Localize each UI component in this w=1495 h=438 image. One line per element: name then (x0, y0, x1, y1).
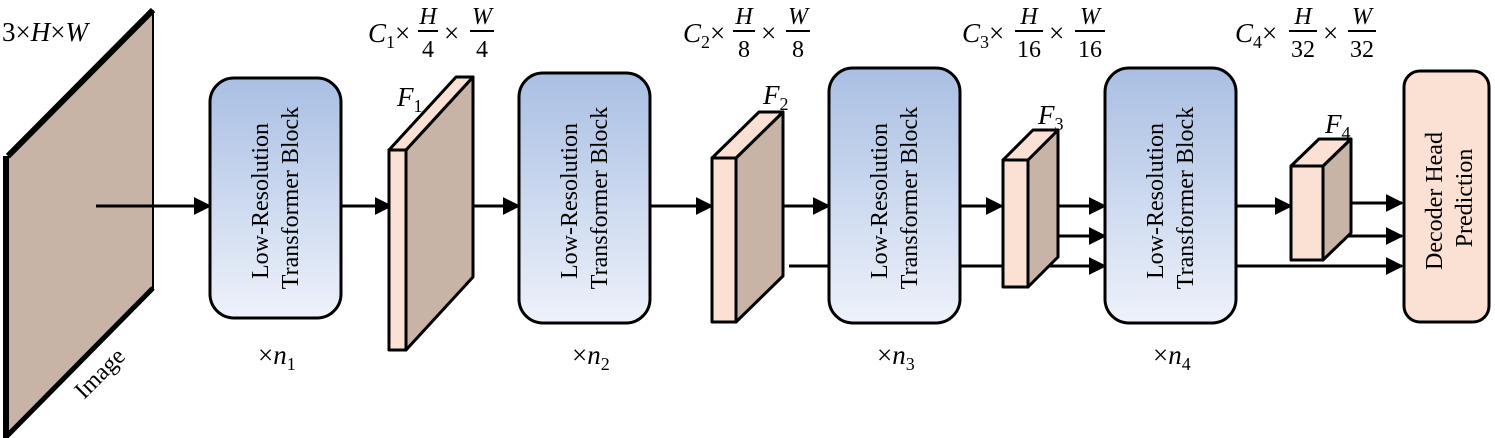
input-image-edge (6, 286, 155, 437)
feature-dim-f1: C1× H 4 × W 4 (368, 4, 494, 63)
svg-text:H: H (734, 4, 754, 30)
svg-text:16: 16 (1078, 37, 1102, 63)
svg-text:H: H (1293, 4, 1313, 30)
decoder-label-line2: Prediction (1452, 149, 1478, 248)
svg-text:×: × (761, 18, 776, 48)
block-label-line1: Low-Resolution (1143, 123, 1169, 279)
svg-text:Low-Resolution Transform: Low-Resolution Transformer Block (557, 107, 613, 289)
svg-text:4: 4 (476, 37, 488, 63)
block-label-line1: Low-Resolution (867, 123, 893, 279)
feature-dim-f3: C3× H 16 × W 16 (962, 4, 1105, 63)
svg-text:32: 32 (1291, 37, 1315, 63)
svg-text:W: W (1080, 4, 1102, 30)
input-image-edge (5, 7, 156, 159)
svg-text:8: 8 (738, 37, 750, 63)
transformer-block-2: Low-Resolution Transformer Block (517, 71, 652, 325)
feature-map-f3 (1001, 128, 1060, 289)
svg-text:Low-Resolution Transform: Low-Resolution Transformer Block (248, 107, 304, 289)
block-label-line2: Transformer Block (278, 107, 304, 289)
feature-label-f3: F3 (1037, 100, 1064, 134)
input-image (3, 7, 156, 438)
block-label-line2: Transformer Block (587, 107, 613, 289)
svg-text:C2×: C2× (683, 18, 725, 52)
svg-text:Decoder Head Prediction: Decoder Head Prediction (1422, 126, 1478, 270)
transformer-block-1: Low-Resolution Transformer Block (208, 76, 343, 320)
decoder-head: Decoder Head Prediction (1402, 69, 1491, 324)
block-label-line1: Low-Resolution (248, 123, 274, 279)
feature-label-f1: F1 (396, 82, 423, 116)
input-dim-label: 3×H×W (2, 17, 90, 47)
svg-text:C1×: C1× (368, 18, 410, 52)
svg-text:×: × (444, 18, 459, 48)
block-repeat-label-1: ×n1 (258, 340, 296, 374)
svg-text:C4×: C4× (1235, 18, 1277, 52)
feature-dim-f4: C4× H 32 × W 32 (1235, 4, 1376, 63)
svg-text:8: 8 (792, 37, 804, 63)
transformer-block-3: Low-Resolution Transformer Block (827, 66, 962, 325)
feature-map-f4 (1289, 137, 1353, 262)
block-label-line2: Transformer Block (897, 107, 923, 289)
feature-label-f4: F4 (1324, 109, 1351, 143)
block-repeat-label-4: ×n4 (1153, 340, 1191, 374)
svg-text:W: W (788, 4, 810, 30)
svg-text:32: 32 (1350, 37, 1374, 63)
feature-map-f2 (710, 110, 785, 324)
transformer-block-4: Low-Resolution Transformer Block (1103, 66, 1238, 325)
svg-text:×: × (1049, 18, 1064, 48)
svg-text:16: 16 (1017, 37, 1041, 63)
svg-text:W: W (472, 4, 494, 30)
input-image-face (7, 9, 154, 438)
svg-text:W: W (1352, 4, 1374, 30)
svg-text:H: H (418, 4, 438, 30)
feature-map-f1 (387, 75, 475, 352)
svg-text:H: H (1019, 4, 1039, 30)
svg-text:×: × (1323, 18, 1338, 48)
block-repeat-label-2: ×n2 (572, 340, 610, 374)
svg-text:Low-Resolution Transform: Low-Resolution Transformer Block (867, 107, 923, 289)
svg-text:Low-Resolution Transform: Low-Resolution Transformer Block (1143, 107, 1199, 289)
decoder-label-line1: Decoder Head (1422, 132, 1448, 270)
feature-dim-f2: C2× H 8 × W 8 (683, 4, 810, 63)
feature-label-f2: F2 (762, 80, 789, 114)
block-repeat-label-3: ×n3 (877, 340, 915, 374)
svg-text:C3×: C3× (962, 18, 1004, 52)
svg-text:4: 4 (422, 37, 434, 63)
block-label-line2: Transformer Block (1173, 107, 1199, 289)
block-label-line1: Low-Resolution (557, 123, 583, 279)
